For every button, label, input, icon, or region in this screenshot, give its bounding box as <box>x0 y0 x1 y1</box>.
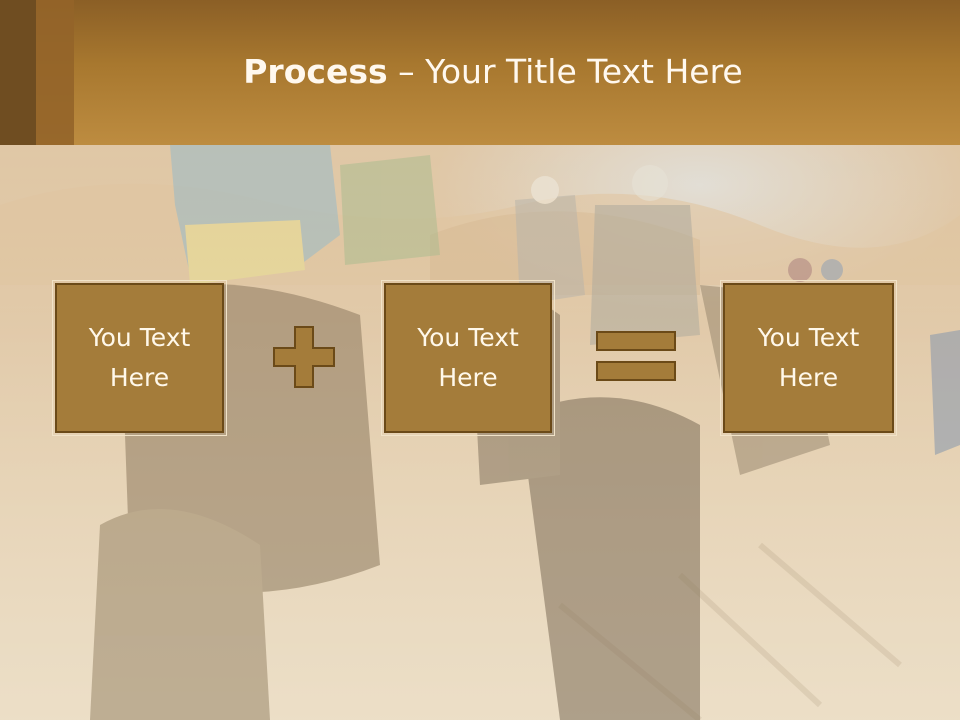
text-box-3[interactable]: You Text Here <box>720 280 897 436</box>
title-rest: – Your Title Text Here <box>387 52 743 91</box>
header-accent-stripe <box>0 0 36 145</box>
text-box-1[interactable]: You Text Here <box>52 280 227 436</box>
text-box-label: You Text Here <box>88 323 191 392</box>
text-box-label: You Text Here <box>757 323 860 392</box>
title-bar: Process – Your Title Text Here <box>0 0 960 145</box>
title-bold: Process <box>243 52 388 91</box>
header-accent-stripe <box>36 0 74 145</box>
plus-icon <box>273 326 335 388</box>
equals-icon <box>596 331 676 381</box>
text-box-label: You Text Here <box>417 323 519 392</box>
slide-title[interactable]: Process – Your Title Text Here <box>0 52 960 91</box>
text-box-2[interactable]: You Text Here <box>381 280 555 436</box>
